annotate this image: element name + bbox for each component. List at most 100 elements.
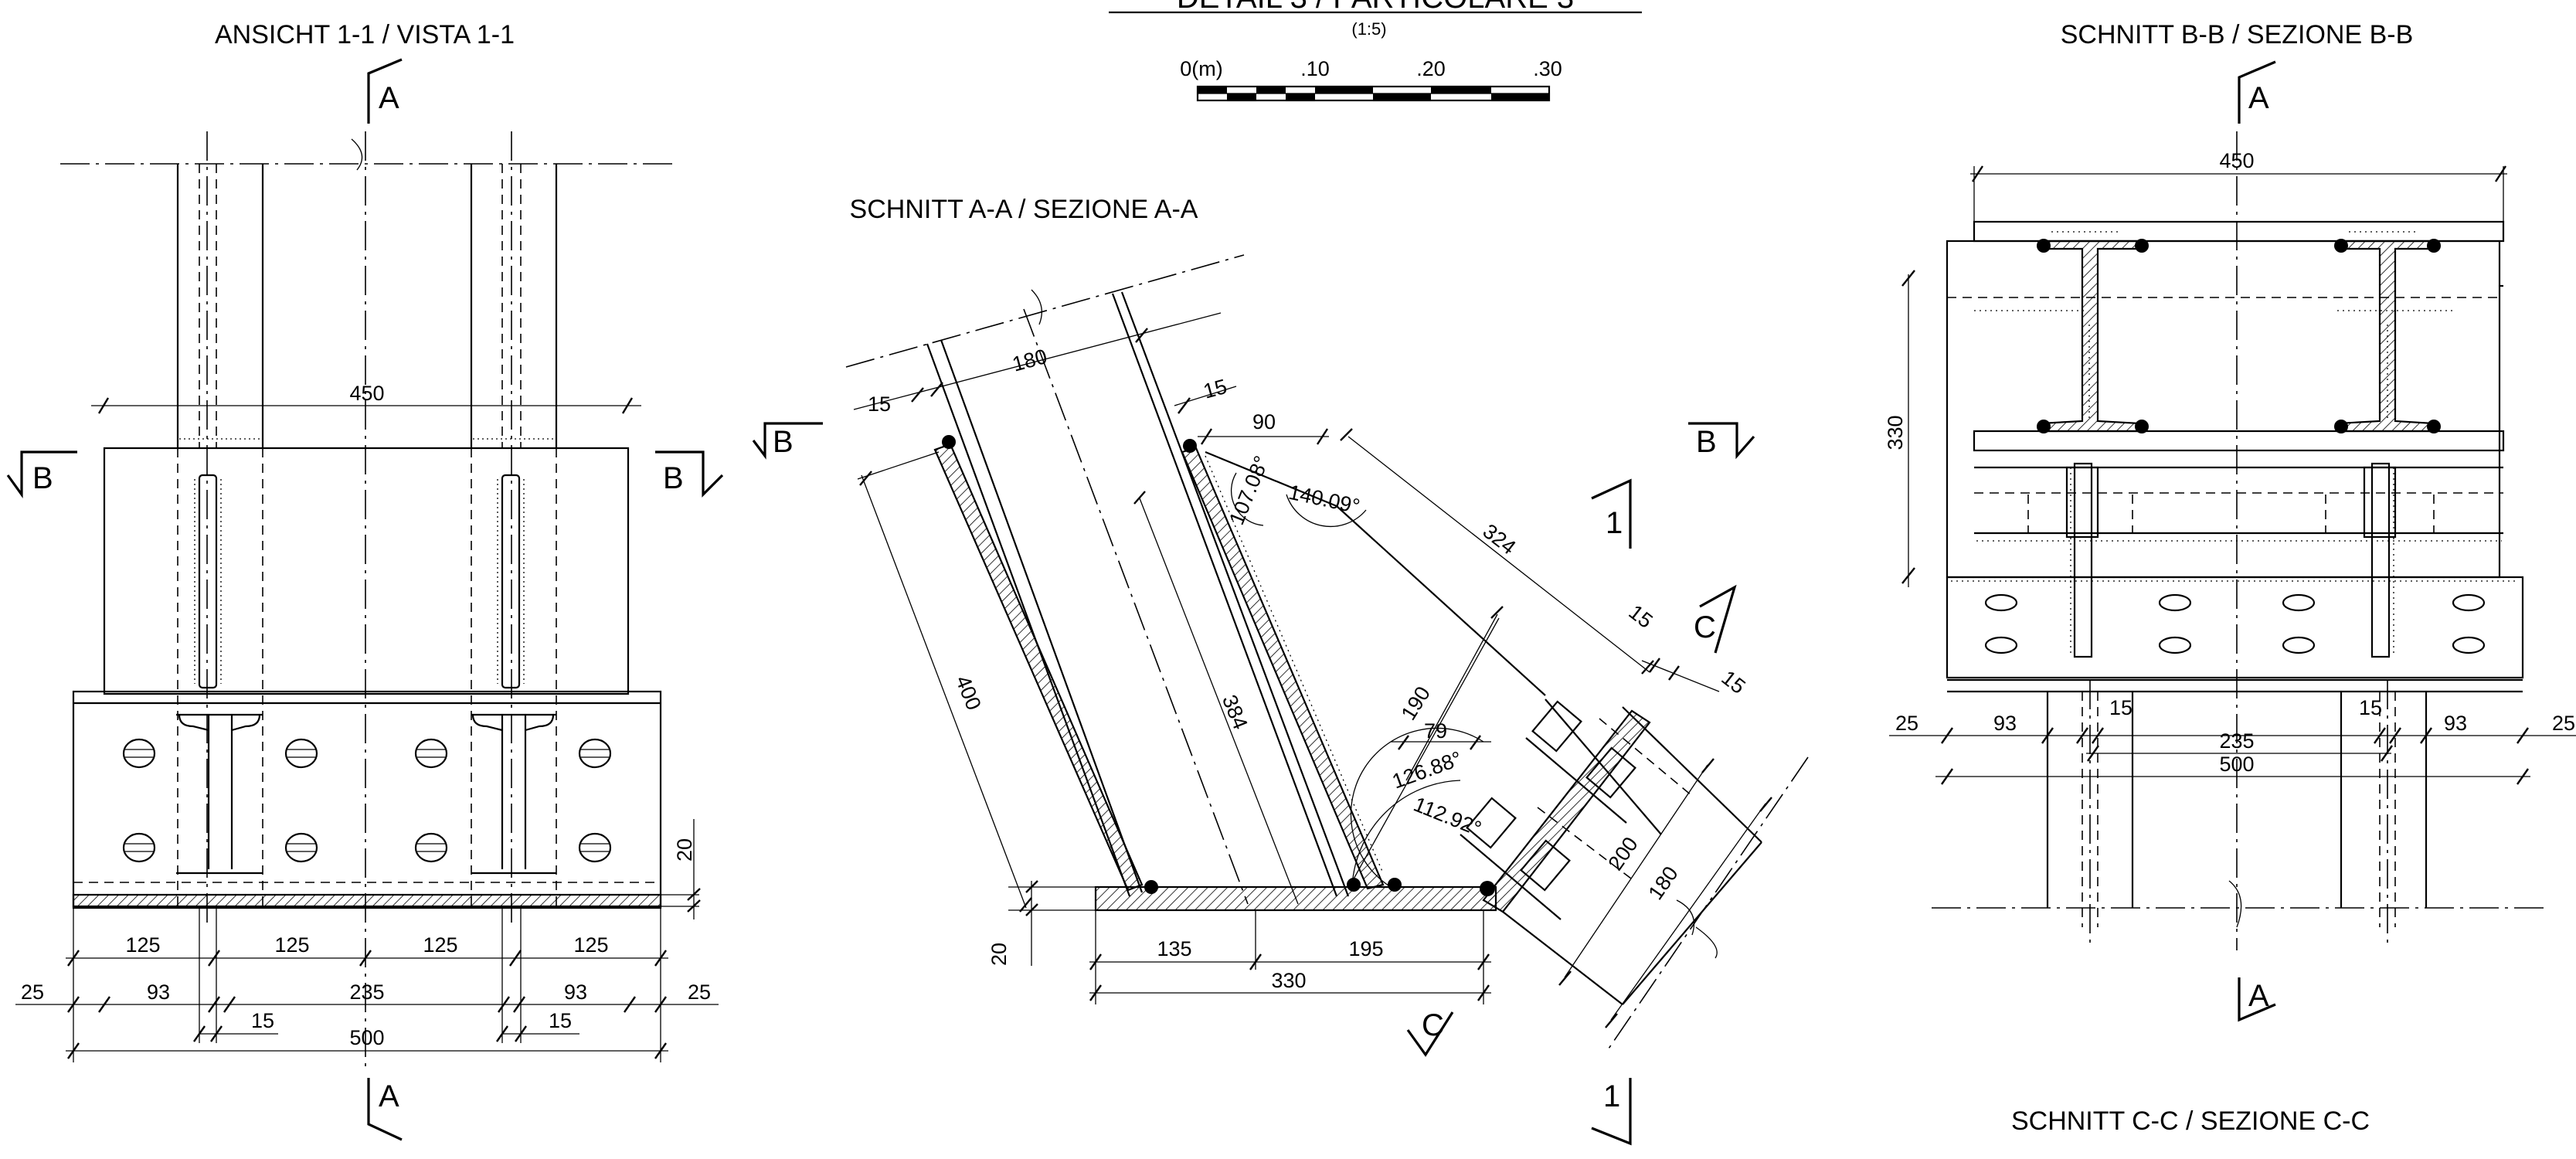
scale-bar: 0(m) .10 .20 .30 bbox=[1180, 57, 1562, 102]
scale-label-20: .20 bbox=[1416, 57, 1446, 80]
scale-label-10: .10 bbox=[1300, 57, 1330, 80]
section-aa-view: SCHNITT A-A / SEZIONE A-A B B 1 1 C bbox=[752, 195, 1809, 1146]
cut-marker-1-top: 1 bbox=[1591, 478, 1632, 549]
detail-scale: (1:5) bbox=[1351, 19, 1386, 39]
cut-marker-1-bottom: 1 bbox=[1591, 1078, 1632, 1146]
header: DETAIL 3 / PARTICOLARE 3 (1:5) 0(m) .10 … bbox=[1109, 0, 1642, 102]
i-beam-left-bb bbox=[2037, 239, 2149, 433]
dim-label-aa-400: 400 bbox=[951, 672, 986, 713]
cut-marker-b-aa-left: B bbox=[752, 422, 823, 460]
section-bb-title: SCHNITT B-B / SEZIONE B-B bbox=[2061, 20, 2414, 49]
bolts-elev bbox=[122, 738, 612, 863]
dim-label-15-bb-right: 15 bbox=[2359, 696, 2382, 719]
cut-label-b-left: B bbox=[32, 461, 53, 495]
dims-bottom-bb: 25 93 15 15 93 25 235 500 bbox=[1889, 696, 2576, 785]
cut-marker-a-bb-top: A bbox=[2238, 60, 2276, 124]
slot-holes-bb bbox=[1984, 593, 2486, 654]
dim-label-aa-330: 330 bbox=[1271, 969, 1306, 992]
dim-label-125-a: 125 bbox=[125, 933, 160, 957]
elevation-view: ANSICHT 1-1 / VISTA 1-1 A A B B bbox=[6, 20, 724, 1141]
scale-label-0: 0(m) bbox=[1180, 57, 1223, 80]
cut-marker-c-top: C bbox=[1694, 584, 1737, 654]
dim-label-aa-195: 195 bbox=[1348, 937, 1383, 960]
cut-marker-a-bb-bottom: A bbox=[2238, 977, 2276, 1022]
detail-title: DETAIL 3 / PARTICOLARE 3 bbox=[1177, 0, 1574, 15]
dim-label-125-c: 125 bbox=[423, 933, 457, 957]
dim-label-93-left: 93 bbox=[147, 981, 170, 1004]
dim-label-aa-15c: 15 bbox=[1624, 600, 1657, 633]
dim-label-aa-15d: 15 bbox=[1717, 666, 1749, 698]
dim-label-330-bb: 330 bbox=[1884, 415, 1907, 450]
dim-label-450-elev: 450 bbox=[349, 382, 384, 405]
dim-label-125-d: 125 bbox=[573, 933, 608, 957]
cut-marker-c-bottom: C bbox=[1406, 1008, 1454, 1057]
dim-450-elev: 450 bbox=[91, 382, 641, 414]
dim-label-15-right: 15 bbox=[549, 1009, 572, 1032]
cut-marker-a-top: A bbox=[367, 58, 403, 124]
cut-label-b-aa-left: B bbox=[773, 425, 794, 459]
cut-label-a-bottom: A bbox=[379, 1079, 399, 1113]
angle-label-112: 112.92° bbox=[1410, 793, 1484, 841]
dim-label-93-right: 93 bbox=[564, 981, 587, 1004]
dim-label-aa-20: 20 bbox=[987, 943, 1011, 966]
dim-label-aa-384: 384 bbox=[1218, 692, 1252, 732]
dim-row-second: 25 93 235 93 25 bbox=[15, 981, 719, 1013]
scale-label-30: .30 bbox=[1533, 57, 1562, 80]
cut-label-1-bottom: 1 bbox=[1603, 1079, 1620, 1113]
section-aa-title: SCHNITT A-A / SEZIONE A-A bbox=[850, 195, 1198, 224]
base-plate-elev bbox=[72, 690, 662, 909]
dim-label-aa-15a: 15 bbox=[868, 393, 891, 416]
dim-label-aa-190: 190 bbox=[1397, 682, 1435, 724]
dim-label-500-bb: 500 bbox=[2219, 753, 2254, 776]
cut-label-c-bottom: C bbox=[1422, 1008, 1444, 1042]
cut-label-a-bb-bottom: A bbox=[2248, 979, 2269, 1013]
cut-label-c-top: C bbox=[1694, 610, 1716, 644]
dim-label-125-b: 125 bbox=[274, 933, 309, 957]
dim-row-125: 125 125 125 125 bbox=[66, 933, 668, 967]
dim-label-93-bb-left: 93 bbox=[1993, 712, 2017, 735]
elevation-title: ANSICHT 1-1 / VISTA 1-1 bbox=[215, 20, 515, 49]
dim-label-15-left: 15 bbox=[251, 1009, 274, 1032]
cut-label-a-bb-top: A bbox=[2248, 81, 2269, 115]
dim-label-aa-135: 135 bbox=[1157, 937, 1191, 960]
dims-section-aa: 15 180 15 90 324 400 384 bbox=[853, 312, 1772, 1028]
dim-label-aa-90: 90 bbox=[1252, 410, 1276, 433]
cut-marker-b-right: B bbox=[655, 450, 724, 498]
section-cc-title: SCHNITT C-C / SEZIONE C-C bbox=[2011, 1106, 2370, 1136]
dim-label-aa-79: 79 bbox=[1424, 719, 1447, 743]
dim-label-235: 235 bbox=[349, 981, 384, 1004]
dim-label-25-left: 25 bbox=[21, 981, 44, 1004]
cut-label-b-right: B bbox=[663, 461, 684, 495]
stiffener-left bbox=[194, 474, 222, 689]
cut-label-b-aa-right: B bbox=[1696, 425, 1717, 459]
dim-label-93-bb-right: 93 bbox=[2444, 712, 2467, 735]
dim-label-aa-200: 200 bbox=[1603, 833, 1642, 875]
dim-label-450-bb: 450 bbox=[2219, 149, 2254, 172]
dim-label-aa-180b: 180 bbox=[1643, 862, 1682, 904]
dim-label-500-elev: 500 bbox=[349, 1026, 384, 1049]
column-right bbox=[470, 131, 558, 927]
dim-label-aa-180: 180 bbox=[1010, 345, 1049, 376]
i-beam-right-bb bbox=[2334, 239, 2441, 433]
dim-label-235-bb: 235 bbox=[2219, 729, 2254, 753]
dim-20-elev: 20 bbox=[661, 819, 701, 919]
cut-marker-b-left: B bbox=[6, 450, 77, 498]
stiffener-right bbox=[497, 474, 525, 689]
section-bb-view: SCHNITT B-B / SEZIONE B-B A A 450 bbox=[1884, 20, 2576, 1022]
cut-label-a-top: A bbox=[379, 81, 399, 115]
dim-label-aa-324: 324 bbox=[1479, 519, 1521, 559]
dim-label-15-bb-left: 15 bbox=[2109, 696, 2133, 719]
cut-marker-a-bottom: A bbox=[367, 1078, 403, 1141]
dim-row-500-elev: 500 bbox=[66, 1026, 668, 1059]
cut-marker-b-aa-right: B bbox=[1688, 422, 1755, 460]
dim-label-25-bb-left: 25 bbox=[1895, 712, 1918, 735]
cut-label-1-top: 1 bbox=[1606, 506, 1623, 540]
bolted-flange bbox=[1460, 698, 1809, 1052]
dim-label-25-right: 25 bbox=[688, 981, 711, 1004]
dim-label-25-bb-right: 25 bbox=[2552, 712, 2575, 735]
dim-label-20-elev: 20 bbox=[673, 838, 696, 862]
gusset-plate bbox=[1205, 450, 1546, 889]
dim-label-aa-15b: 15 bbox=[1201, 375, 1229, 403]
